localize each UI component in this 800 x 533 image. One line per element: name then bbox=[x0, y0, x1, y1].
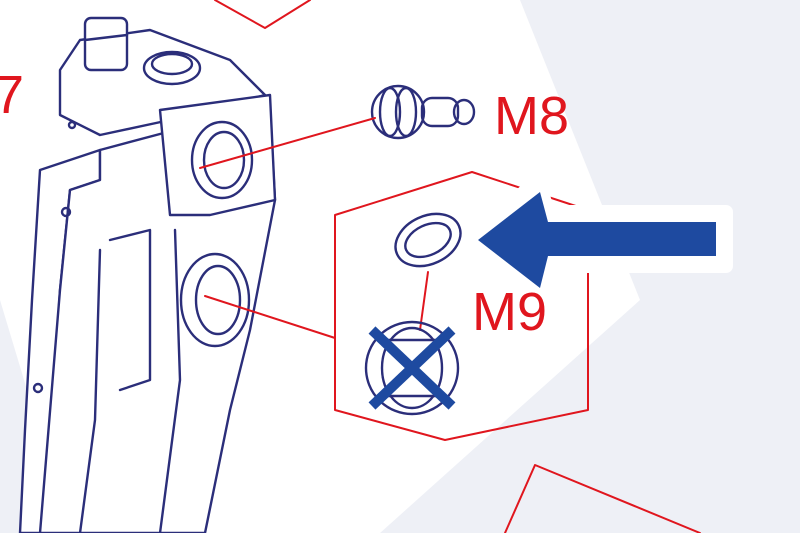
upper-port-inner bbox=[202, 130, 246, 190]
plug-thread-1 bbox=[380, 326, 444, 410]
top-stud-edge bbox=[83, 33, 129, 42]
top-stud bbox=[83, 16, 129, 72]
main-body-part bbox=[18, 16, 277, 533]
arrow-shape bbox=[478, 192, 716, 288]
label-m7-partial: 7 bbox=[0, 65, 24, 125]
m8-ring-1 bbox=[378, 86, 402, 138]
top-boss bbox=[142, 50, 202, 86]
m8-valve-part bbox=[370, 84, 476, 140]
leader-m9 bbox=[204, 295, 336, 339]
fastener-3 bbox=[67, 120, 77, 130]
o-ring-part bbox=[394, 212, 462, 268]
body-rib-2 bbox=[158, 228, 182, 533]
body-rib bbox=[78, 248, 102, 533]
cross-stroke-2 bbox=[368, 326, 456, 410]
fastener-1 bbox=[60, 206, 72, 218]
o-ring-outer bbox=[394, 212, 462, 268]
background-band bbox=[380, 0, 800, 533]
left-arrow-icon bbox=[463, 173, 733, 307]
plug-body bbox=[364, 320, 460, 416]
leader-oring-plug bbox=[419, 271, 429, 331]
label-m9: M9 bbox=[472, 282, 547, 342]
leader-lines bbox=[199, 117, 429, 339]
cross-mark-icon bbox=[368, 326, 456, 410]
leader-m8 bbox=[199, 117, 376, 169]
upper-port bbox=[190, 120, 254, 200]
body-slot bbox=[108, 228, 152, 392]
top-boss-inner bbox=[150, 52, 194, 76]
fastener-2 bbox=[32, 382, 44, 394]
m8-tip bbox=[452, 98, 476, 126]
m8-stem bbox=[420, 96, 460, 128]
m9-callout-hexagon bbox=[334, 171, 589, 441]
callout-border-bottom bbox=[504, 464, 701, 533]
m8-ring-2 bbox=[394, 86, 418, 138]
m8-body bbox=[370, 84, 426, 140]
o-ring-inner bbox=[404, 221, 452, 259]
label-m8: M8 bbox=[494, 86, 569, 146]
callout-border-top bbox=[214, 0, 311, 29]
lower-port-inner bbox=[194, 264, 242, 336]
